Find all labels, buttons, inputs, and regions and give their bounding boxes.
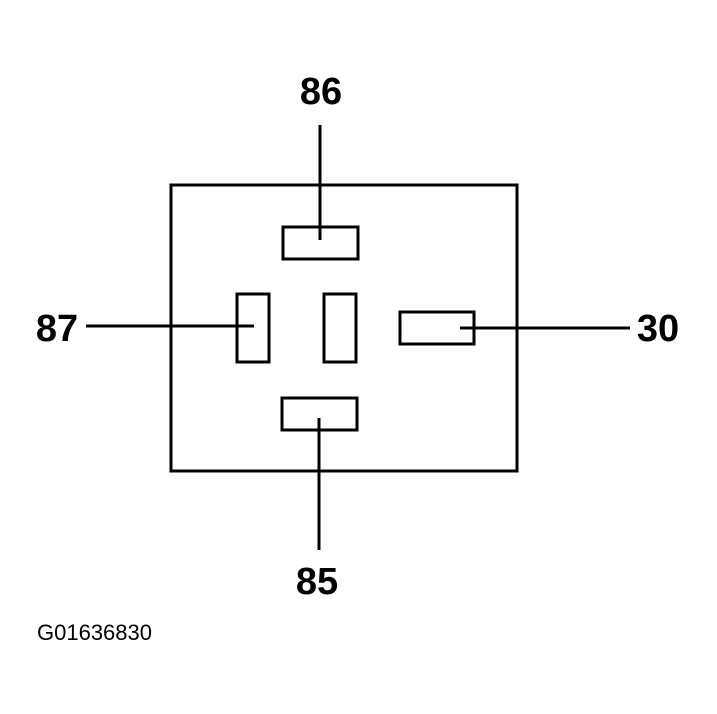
pin-label-86: 86 — [300, 71, 342, 113]
terminal-87 — [235, 292, 271, 364]
terminal-center — [322, 292, 358, 364]
pin-label-85: 85 — [296, 561, 338, 603]
pin-label-30: 30 — [637, 308, 679, 350]
pin-label-87: 87 — [36, 308, 78, 350]
figure-id-caption: G01636830 — [37, 620, 152, 645]
